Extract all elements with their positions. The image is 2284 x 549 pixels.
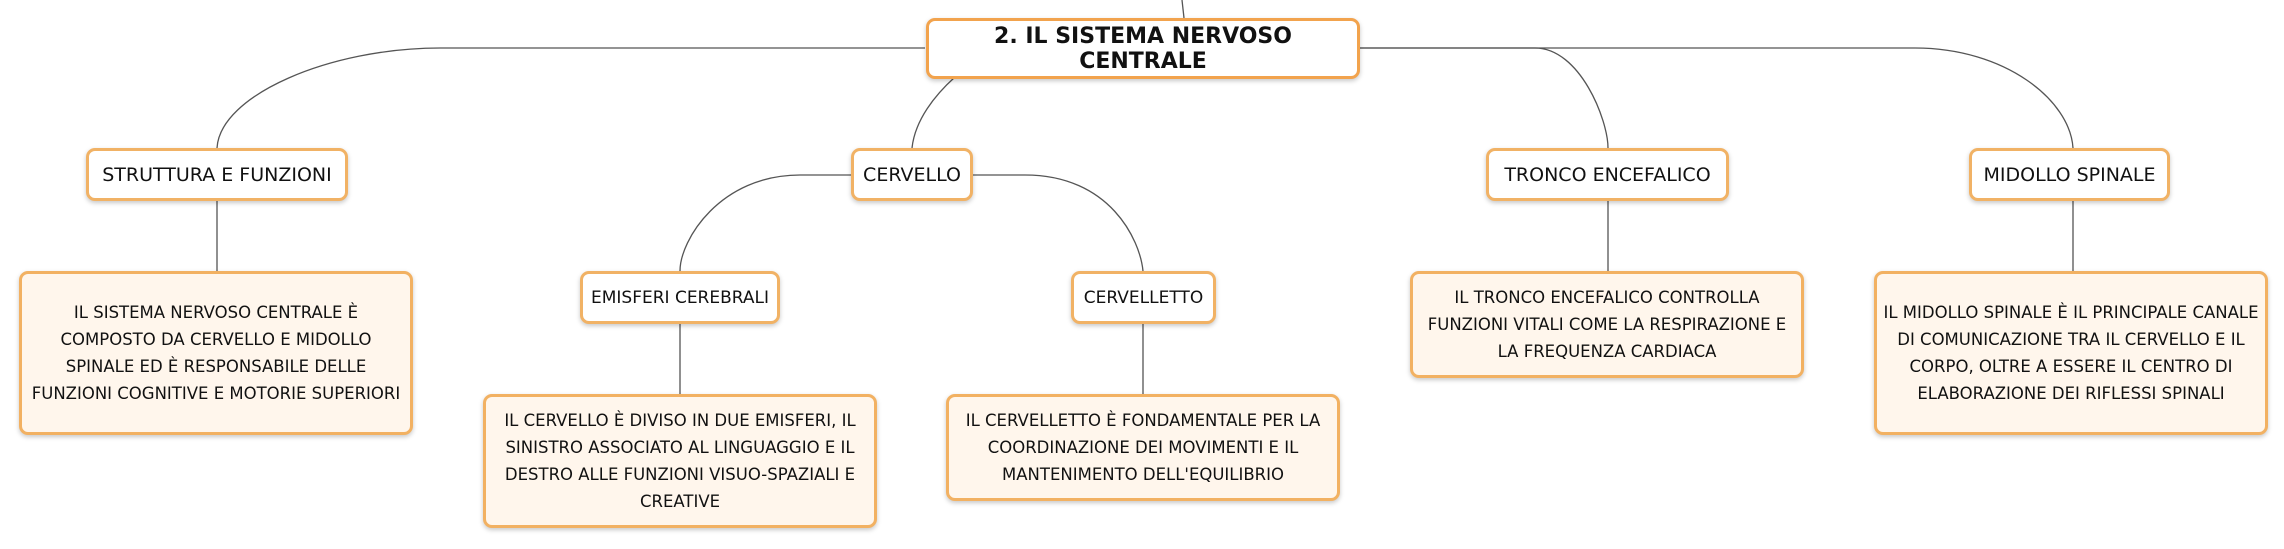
branch-struttura-e-funzioni[interactable]: STRUTTURA E FUNZIONI <box>86 148 348 201</box>
connector-top-stub <box>1181 0 1185 19</box>
connector-root-cervello <box>911 76 956 149</box>
subtopic-label: EMISFERI CEREBRALI <box>590 287 770 308</box>
connector-root-tronco <box>1360 47 1609 149</box>
branch-tronco-encefalico[interactable]: TRONCO ENCEFALICO <box>1486 148 1729 201</box>
connector-root-struttura <box>216 47 925 149</box>
branch-label: MIDOLLO SPINALE <box>1983 163 2156 186</box>
description-text: IL CERVELLETTO È FONDAMENTALE PER LA COO… <box>965 410 1321 485</box>
connector-root-midollo <box>1360 47 2074 149</box>
connector-cervello-emisferi <box>679 174 852 272</box>
description-midollo-spinale[interactable]: IL MIDOLLO SPINALE È IL PRINCIPALE CANAL… <box>1874 271 2268 435</box>
description-tronco-encefalico[interactable]: IL TRONCO ENCEFALICO CONTROLLA FUNZIONI … <box>1410 271 1804 378</box>
subtopic-emisferi-cerebrali[interactable]: EMISFERI CEREBRALI <box>580 271 780 324</box>
description-cervelletto[interactable]: IL CERVELLETTO È FONDAMENTALE PER LA COO… <box>946 394 1340 501</box>
description-text: IL SISTEMA NERVOSO CENTRALE È COMPOSTO D… <box>31 302 401 404</box>
branch-label: CERVELLO <box>863 163 961 186</box>
subtopic-label: CERVELLETTO <box>1083 287 1204 308</box>
description-text: IL MIDOLLO SPINALE È IL PRINCIPALE CANAL… <box>1883 302 2259 404</box>
root-node[interactable]: 2. IL SISTEMA NERVOSO CENTRALE <box>926 18 1360 79</box>
description-struttura-e-funzioni[interactable]: IL SISTEMA NERVOSO CENTRALE È COMPOSTO D… <box>19 271 413 435</box>
branch-cervello[interactable]: CERVELLO <box>851 148 973 201</box>
subtopic-cervelletto[interactable]: CERVELLETTO <box>1071 271 1216 324</box>
branch-label: STRUTTURA E FUNZIONI <box>102 163 332 186</box>
description-emisferi-cerebrali[interactable]: IL CERVELLO È DIVISO IN DUE EMISFERI, IL… <box>483 394 877 528</box>
branch-label: TRONCO ENCEFALICO <box>1504 163 1711 186</box>
description-text: IL CERVELLO È DIVISO IN DUE EMISFERI, IL… <box>504 410 856 512</box>
connector-cervello-cervelletto <box>973 174 1144 272</box>
branch-midollo-spinale[interactable]: MIDOLLO SPINALE <box>1969 148 2170 201</box>
description-text: IL TRONCO ENCEFALICO CONTROLLA FUNZIONI … <box>1427 287 1787 362</box>
root-node-label: 2. IL SISTEMA NERVOSO CENTRALE <box>994 23 1292 74</box>
